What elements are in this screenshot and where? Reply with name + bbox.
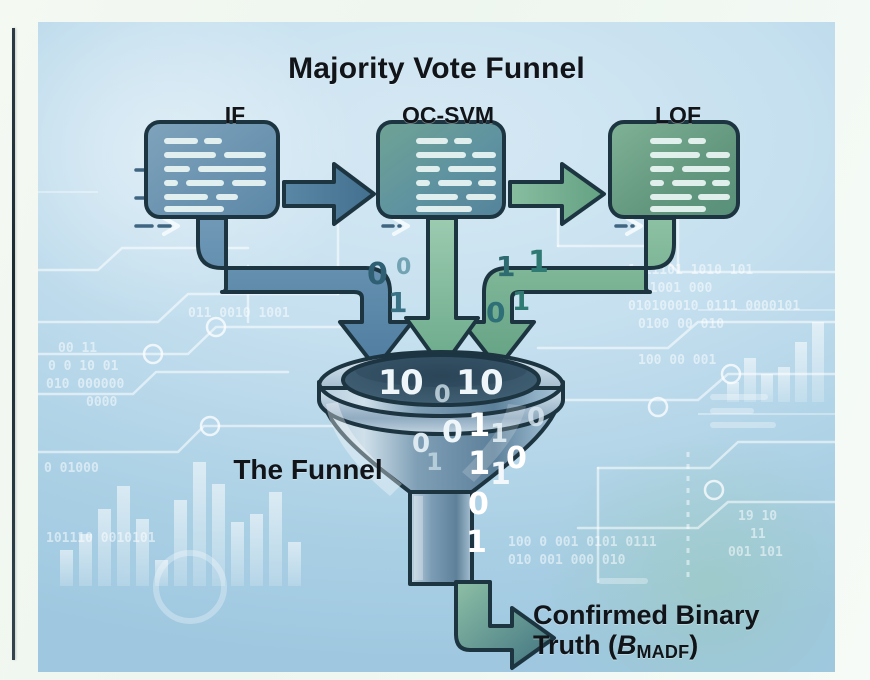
background-circuit-artwork (38, 140, 835, 624)
diagram-panel: 011 0010 1001 00 11 0 0 10 01 010 000000… (38, 22, 835, 672)
arrow-funnel-to-output (454, 580, 556, 670)
rim-digit-1: 0 (400, 363, 424, 403)
bg-binary-11: 100 00 001 (638, 353, 716, 368)
digit-right-3: 0 (486, 296, 505, 329)
bg-binary-10: 0100 00 010 (638, 317, 724, 332)
digit-left-0: 0 (367, 257, 388, 292)
slide-left-rule (12, 28, 15, 660)
arrow-ocsvm-to-funnel (404, 216, 480, 370)
bg-binary-0: 011 0010 1001 (188, 306, 290, 321)
output-suffix: ) (689, 630, 699, 661)
body-digit-2: 1 (468, 406, 490, 444)
rim-digit-3: 1 (456, 363, 480, 403)
bg-binary-6: 101110 0010101 (46, 531, 156, 546)
body-digit-9: 0 (468, 487, 489, 522)
body-digit-0: 0 (442, 415, 463, 450)
body-digit-8: 1 (426, 448, 443, 476)
funnel-inner-hole (341, 353, 541, 407)
pipe-if-to-funnel (196, 216, 414, 370)
binary-stream-digits: 0 0 1 1 1 1 0 (367, 245, 549, 329)
output-label-line1: Confirmed Binary (533, 600, 760, 630)
output-label-line2: Truth (BMADF) (533, 630, 833, 662)
bg-binary-8: 111001 000 (634, 281, 712, 296)
stage-label-if: IF (224, 102, 246, 128)
background-binary-text: 011 0010 1001 00 11 0 0 10 01 010 000000… (44, 263, 800, 568)
arrow-ocsvm-to-lof (508, 162, 606, 226)
digit-right-1: 1 (528, 245, 549, 280)
rim-digit-4: 0 (480, 363, 504, 403)
bg-binary-3: 010 000000 (46, 377, 124, 392)
digit-right-2: 1 (512, 287, 530, 317)
stage-label-ocsvm: OC-SVM (402, 102, 494, 128)
output-symbol: B (616, 630, 637, 661)
page-title: Majority Vote Funnel (288, 52, 585, 85)
body-digit-4: 0 (527, 403, 545, 433)
bg-binary-12: 19 10 (738, 509, 777, 524)
pipe-lof-to-funnel (460, 216, 676, 370)
body-digit-7: 1 (490, 457, 511, 492)
arrow-if-to-ocsvm (282, 162, 376, 226)
bg-binary-5: 0 01000 (44, 461, 99, 476)
output-prefix: Truth ( (533, 630, 617, 661)
bg-binary-2: 0 0 10 01 (48, 359, 119, 374)
body-digit-10: 1 (466, 525, 487, 560)
funnel-flow-diagram: 0 0 1 1 1 1 0 (134, 120, 740, 670)
funnel-rim-band (317, 380, 565, 436)
output-label: Confirmed Binary Truth (BMADF) (533, 600, 833, 662)
bg-binary-9: 010100010 0111 0000101 (628, 299, 800, 314)
rim-digit-2: 0 (434, 380, 451, 408)
output-subscript: MADF (636, 642, 690, 663)
bg-binary-16: 010 001 000 010 (508, 553, 626, 568)
box-code-lines (164, 138, 730, 212)
body-digit-5: 0 (506, 441, 527, 476)
funnel-highlights (326, 353, 527, 580)
bg-binary-14: 001 101 (728, 545, 783, 560)
digit-left-1: 0 (396, 255, 411, 280)
digit-right-0: 1 (496, 250, 515, 283)
bg-binary-13: 11 (750, 527, 766, 542)
body-digit-6: 1 (468, 444, 490, 482)
bg-binary-15: 100 0 001 0101 0111 (508, 535, 657, 550)
body-digit-3: 1 (490, 419, 508, 449)
digit-left-2: 1 (388, 286, 407, 319)
bg-binary-1: 00 11 (58, 341, 97, 356)
bg-binary-4: 0000 (86, 395, 117, 410)
funnel-binary-digits: 1 0 0 1 0 0 0 1 1 0 0 1 1 1 0 1 (378, 363, 545, 560)
rim-digit-0: 1 (378, 363, 402, 403)
stage-label-lof: LOF (655, 102, 701, 128)
funnel-label: The Funnel (233, 454, 383, 485)
body-digit-1: 0 (412, 429, 430, 459)
